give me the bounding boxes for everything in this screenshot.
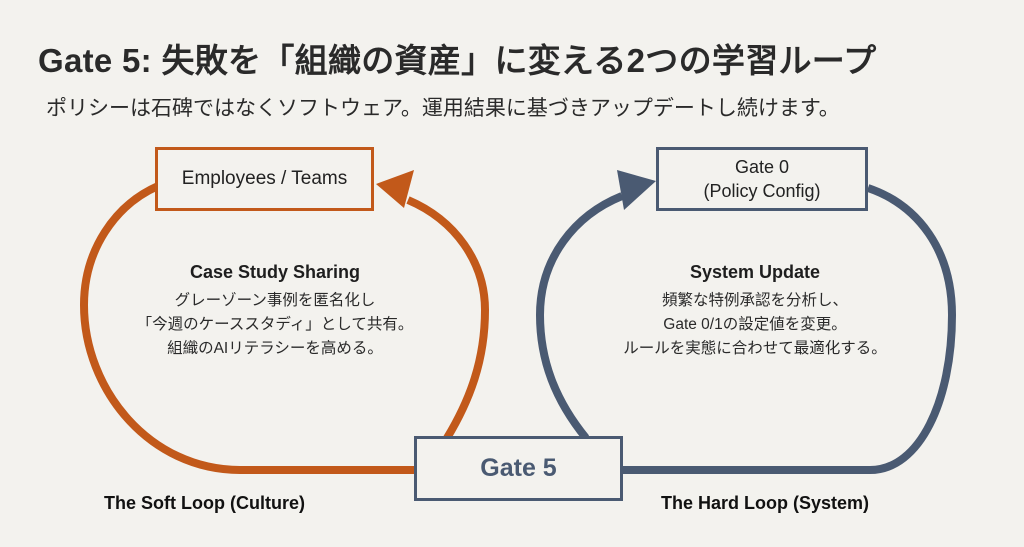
hard-loop-label: The Hard Loop (System) [661, 493, 870, 513]
hard-loop-return-path [535, 192, 624, 441]
gate0-policy-config-node: Gate 0 (Policy Config) [656, 147, 868, 211]
soft-loop-path [79, 182, 418, 474]
page-title: Gate 5: 失敗を「組織の資産」に変える2つの学習ループ [38, 42, 877, 79]
gate0-sublabel: (Policy Config) [703, 181, 821, 201]
soft-loop-line: 組織のAIリテラシーを高める。 [167, 340, 383, 357]
soft-loop-line: グレーゾーン事例を匿名化し [174, 292, 376, 309]
hard-loop-line: Gate 0/1の設定値を変更。 [663, 316, 847, 333]
hard-loop-description: System Update 頻繁な特例承認を分析し、 Gate 0/1の設定値を… [590, 262, 920, 361]
soft-loop-line: 「今週のケーススタディ」として共有。 [136, 316, 414, 333]
gate5-node: Gate 5 [414, 436, 623, 501]
gate5-label: Gate 5 [480, 454, 557, 482]
soft-loop-description: Case Study Sharing グレーゾーン事例を匿名化し 「今週のケース… [130, 262, 420, 361]
hard-loop-heading: System Update [689, 262, 821, 282]
employees-teams-node: Employees / Teams [155, 147, 374, 211]
soft-loop-return-path [406, 196, 490, 441]
employees-teams-label: Employees / Teams [181, 168, 348, 189]
gate0-label: Gate 0 [734, 157, 790, 177]
hard-loop-path [622, 184, 957, 474]
hard-loop-line: 頻繁な特例承認を分析し、 [661, 292, 848, 309]
page-subtitle: ポリシーは石碑ではなくソフトウェア。運用結果に基づきアップデートし続けます。 [46, 96, 840, 120]
soft-loop-heading: Case Study Sharing [189, 262, 361, 282]
soft-loop-label: The Soft Loop (Culture) [104, 493, 305, 513]
hard-loop-line: ルールを実態に合わせて最適化する。 [623, 340, 887, 357]
hard-loop-arrowhead-icon [617, 170, 656, 210]
soft-loop-arrowhead-icon [376, 170, 414, 208]
